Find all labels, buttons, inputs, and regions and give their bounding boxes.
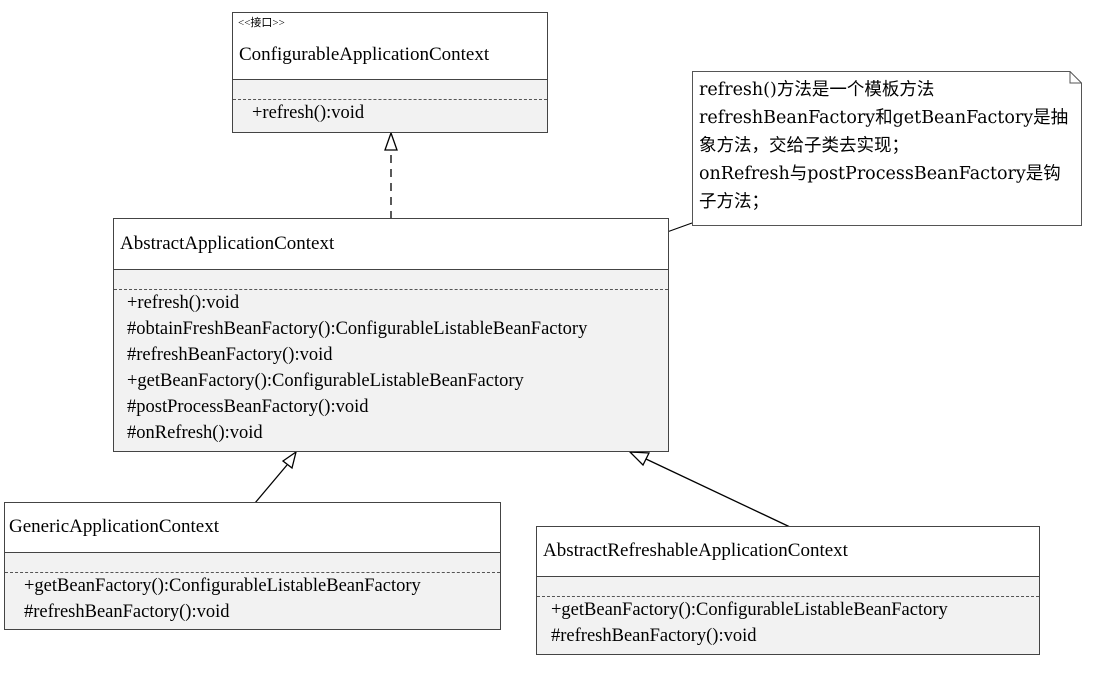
operation: #obtainFreshBeanFactory():ConfigurableLi… [127, 319, 588, 339]
note-shape [692, 71, 1082, 226]
class-abstract-application-context[interactable]: AbstractApplicationContext +refresh():vo… [113, 218, 669, 452]
note-line: refresh()方法是一个模板方法 [699, 80, 935, 100]
operation: +getBeanFactory():ConfigurableListableBe… [551, 600, 948, 620]
operation: #refreshBeanFactory():void [551, 626, 757, 646]
class-name: AbstractApplicationContext [120, 233, 335, 254]
class-name: ConfigurableApplicationContext [239, 44, 490, 65]
operation: #refreshBeanFactory():void [24, 602, 230, 622]
note-line: 象方法，交给子类去实现； [699, 136, 909, 156]
operations-compartment: +refresh():void [233, 100, 547, 132]
class-generic-application-context[interactable]: GenericApplicationContext +getBeanFactor… [4, 502, 501, 630]
attributes-compartment [233, 80, 547, 100]
attributes-compartment [537, 577, 1039, 597]
operation: #postProcessBeanFactory():void [127, 397, 369, 417]
operations-compartment: +refresh():void #obtainFreshBeanFactory(… [114, 290, 668, 451]
realization-arrowhead [384, 131, 398, 151]
class-header: GenericApplicationContext [5, 503, 500, 553]
operation: +refresh():void [252, 103, 365, 123]
operation: +getBeanFactory():ConfigurableListableBe… [127, 371, 524, 391]
class-header: <<接口>> ConfigurableApplicationContext [233, 13, 547, 80]
class-name: GenericApplicationContext [9, 516, 219, 537]
uml-note[interactable]: refresh()方法是一个模板方法 refreshBeanFactory和ge… [692, 71, 1082, 226]
class-header: AbstractRefreshableApplicationContext [537, 527, 1039, 577]
attributes-compartment [5, 553, 500, 573]
operation: +getBeanFactory():ConfigurableListableBe… [24, 576, 421, 596]
class-header: AbstractApplicationContext [114, 219, 668, 270]
operations-compartment: +getBeanFactory():ConfigurableListableBe… [5, 573, 500, 629]
note-text: refresh()方法是一个模板方法 refreshBeanFactory和ge… [699, 76, 1073, 216]
class-abstract-refreshable-application-context[interactable]: AbstractRefreshableApplicationContext +g… [536, 526, 1040, 655]
generalization-edge-refreshable [645, 458, 791, 528]
class-name: AbstractRefreshableApplicationContext [543, 540, 848, 561]
interface-configurable-application-context[interactable]: <<接口>> ConfigurableApplicationContext +r… [232, 12, 548, 133]
attributes-compartment [114, 270, 668, 290]
operations-compartment: +getBeanFactory():ConfigurableListableBe… [537, 597, 1039, 654]
operation: #onRefresh():void [127, 423, 263, 443]
operation: #refreshBeanFactory():void [127, 345, 333, 365]
generalization-arrowhead-generic [281, 450, 298, 470]
generalization-arrowhead-refreshable [628, 451, 651, 467]
note-line: refreshBeanFactory和getBeanFactory是抽 [699, 108, 1069, 128]
note-line: 子方法； [699, 192, 769, 212]
operation: +refresh():void [127, 293, 240, 313]
stereotype-label: <<接口>> [238, 17, 285, 29]
generalization-edge-generic [254, 464, 288, 504]
note-line: onRefresh与postProcessBeanFactory是钩 [699, 164, 1061, 184]
